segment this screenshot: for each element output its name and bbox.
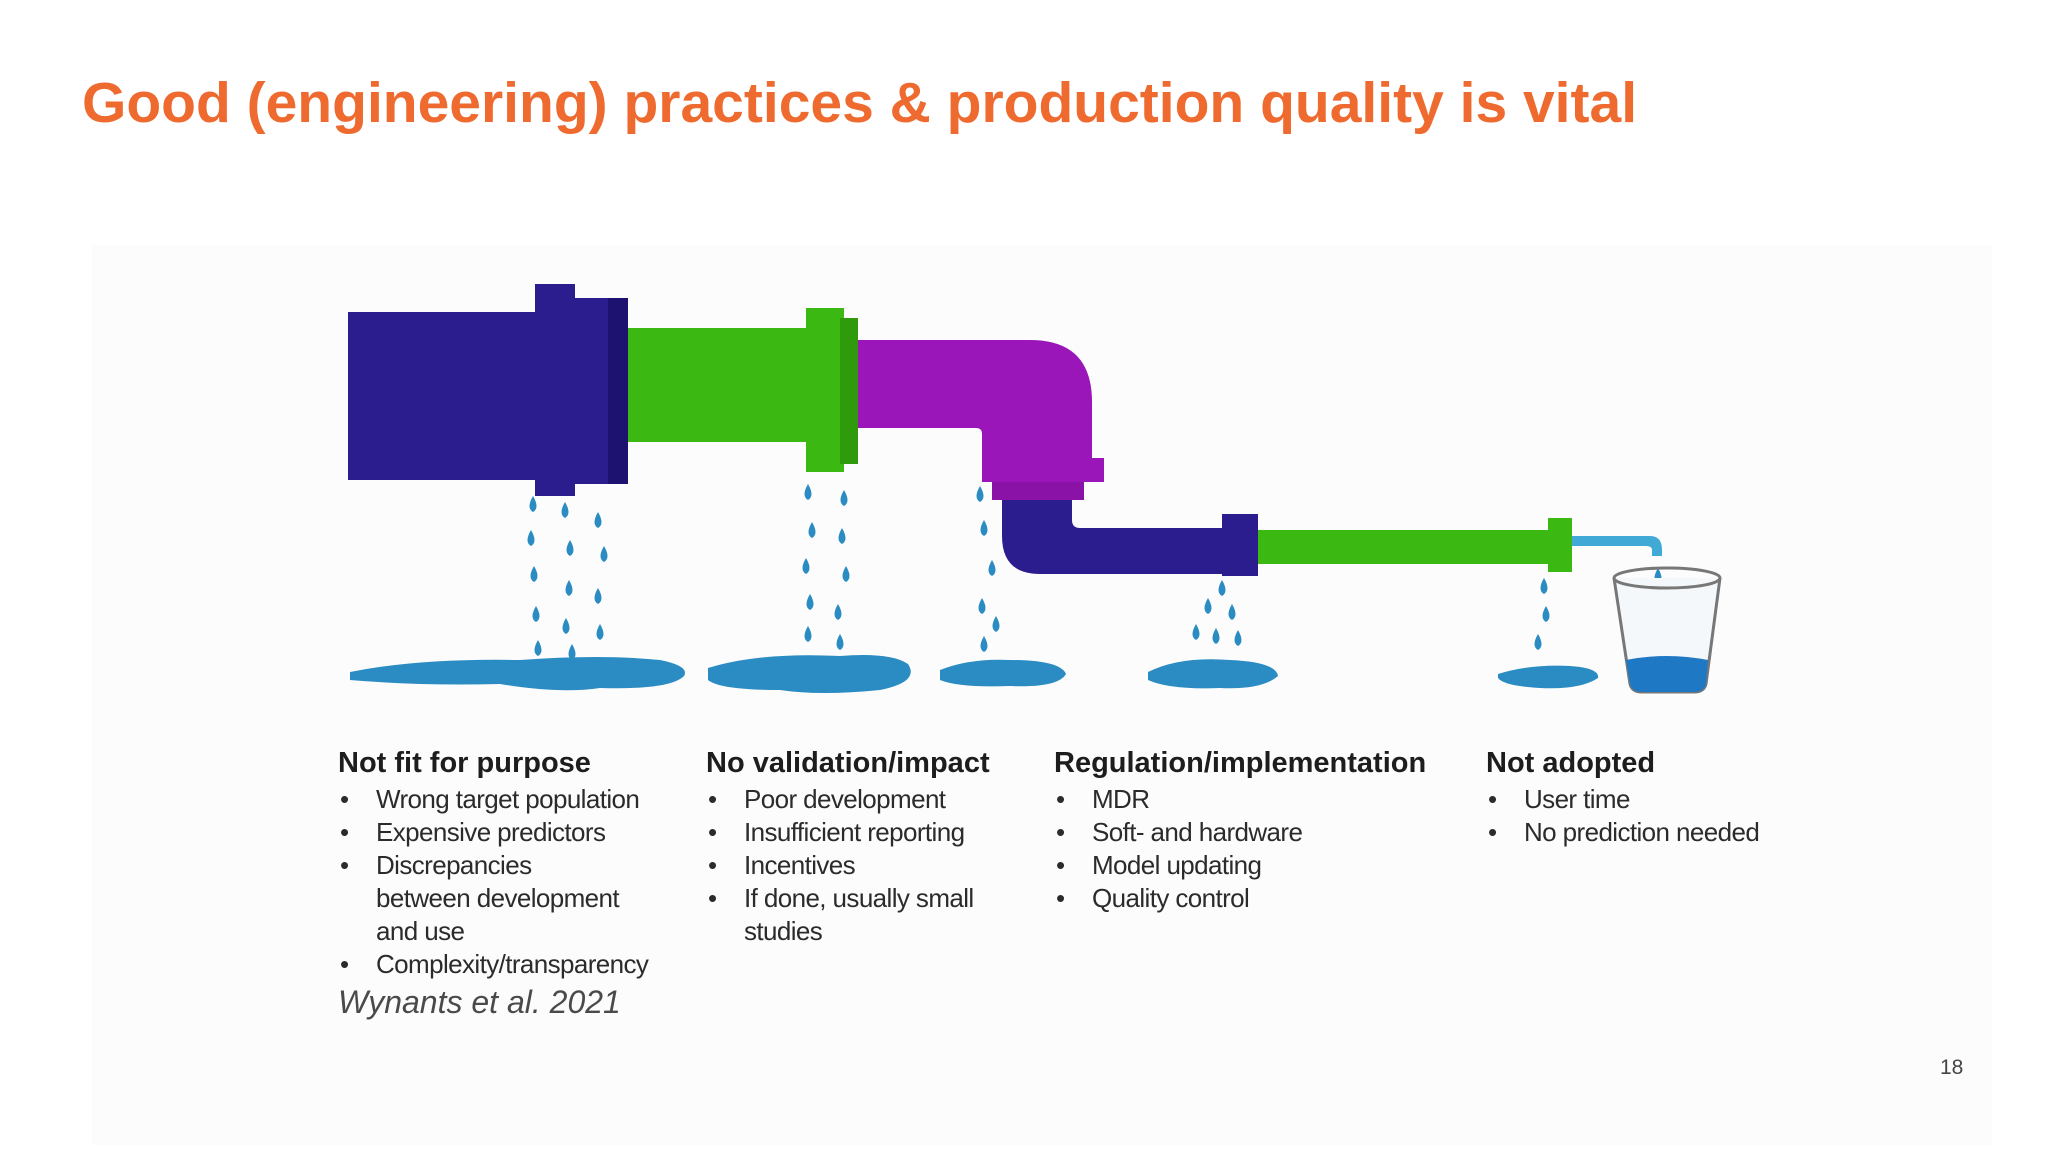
stage-heading: No validation/impact (706, 745, 990, 781)
list-item: Model updating (1054, 849, 1426, 882)
leak-drops-4 (1193, 580, 1242, 646)
green-coupling (806, 308, 844, 472)
glass-water (1626, 656, 1708, 692)
list-item: Complexity/transparency (338, 948, 648, 981)
list-item: Discrepancies between development and us… (338, 849, 626, 948)
list-item: No prediction needed (1486, 816, 1759, 849)
stage-not-adopted: Not adopted User time No prediction need… (1486, 745, 1759, 849)
water-puddles (350, 655, 1598, 693)
purple-flange (982, 458, 1104, 482)
green-pipe (628, 328, 808, 442)
list-item: Expensive predictors (338, 816, 648, 849)
page-number: 18 (1940, 1056, 1963, 1080)
stage-bullet-list: Wrong target population Expensive predic… (338, 783, 648, 981)
list-item: User time (1486, 783, 1759, 816)
list-item: If done, usually small studies (706, 882, 984, 948)
list-item: Quality control (1054, 882, 1426, 915)
list-item: Insufficient reporting (706, 816, 990, 849)
large-navy-pipe (348, 312, 538, 480)
stage-heading: Not adopted (1486, 745, 1759, 781)
list-item: Wrong target population (338, 783, 648, 816)
list-item: MDR (1054, 783, 1426, 816)
leak-drops-3 (977, 486, 1000, 652)
list-item: Poor development (706, 783, 990, 816)
small-green-pipe (1258, 530, 1548, 564)
list-item: Soft- and hardware (1054, 816, 1426, 849)
stage-heading: Not fit for purpose (338, 745, 648, 781)
purple-elbow-pipe (858, 340, 1092, 462)
stage-bullet-list: MDR Soft- and hardware Model updating Qu… (1054, 783, 1426, 915)
stage-heading: Regulation/implementation (1054, 745, 1426, 781)
list-item: Incentives (706, 849, 990, 882)
stage-regulation-implementation: Regulation/implementation MDR Soft- and … (1054, 745, 1426, 915)
leak-drops-1 (528, 496, 608, 660)
stage-bullet-list: User time No prediction needed (1486, 783, 1759, 849)
small-navy-coupling (1222, 514, 1258, 576)
navy-bend-pipe (1002, 500, 1222, 574)
navy-coupling (535, 284, 575, 496)
tap-spout (1572, 536, 1662, 556)
stage-not-fit-for-purpose: Not fit for purpose Wrong target populat… (338, 745, 648, 981)
stage-no-validation-impact: No validation/impact Poor development In… (706, 745, 990, 948)
leak-drops-2 (803, 484, 850, 650)
citation: Wynants et al. 2021 (338, 984, 621, 1021)
stage-bullet-list: Poor development Insufficient reporting … (706, 783, 990, 948)
small-green-coupling (1548, 518, 1572, 572)
drinking-glass (1614, 568, 1720, 692)
